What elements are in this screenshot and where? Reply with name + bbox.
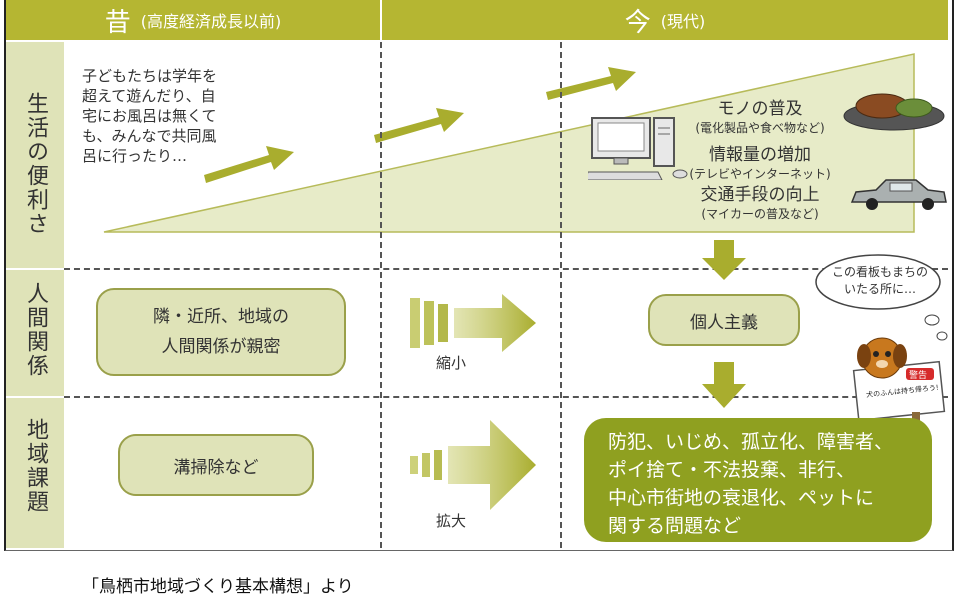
down-arrow-1 xyxy=(702,240,746,280)
item-title: 情報量の増加 xyxy=(709,145,811,165)
computer-icon xyxy=(588,117,688,180)
growth-arrow-1 xyxy=(204,146,294,183)
divider-horizontal-1 xyxy=(64,268,948,270)
expand-label: 拡大 xyxy=(436,512,467,530)
convenience-item-transport: 交通手段の向上 (マイカーの普及など) xyxy=(670,180,850,222)
present-subtitle: (現代) xyxy=(660,12,706,31)
divider-horizontal-2 xyxy=(64,396,948,398)
convenience-item-goods: モノの普及 (電化製品や食べ物など) xyxy=(680,94,840,136)
growth-arrows xyxy=(204,67,636,183)
convenience-item-information: 情報量の増加 (テレビやインターネット) xyxy=(670,140,850,182)
growth-triangle xyxy=(103,53,915,233)
shrink-label: 縮小 xyxy=(436,354,467,372)
present-issues-box: 防犯、いじめ、孤立化、障害者、 ポイ捨て・不法投棄、非行、 中心市街地の衰退化、… xyxy=(584,418,932,542)
growth-arrow-3 xyxy=(546,67,636,100)
item-subtitle: (マイカーの普及など) xyxy=(701,207,819,221)
row-label-convenience: 生活の便利さ xyxy=(23,92,48,236)
side-panel-issues: 地域課題 xyxy=(6,398,64,548)
past-issue-box: 溝掃除など xyxy=(118,434,314,496)
past-life-note: 子どもたちは学年を 超えて遊んだり、自 宅にお風呂は無くて も、みんなで共同風 … xyxy=(82,67,218,165)
source-caption: 「鳥栖市地域づくり基本構想」より xyxy=(82,577,354,597)
divider-vertical-2 xyxy=(560,42,562,548)
side-panel-convenience: 生活の便利さ xyxy=(6,42,64,268)
past-header: 昔 (高度経済成長以前) xyxy=(6,0,380,40)
sign-badge: 警告 xyxy=(909,371,928,381)
shrink-arrow-icon xyxy=(410,294,536,352)
speech-bubble-text: この看板もまちの いたる所に… xyxy=(831,265,928,296)
down-arrow-2 xyxy=(702,362,746,408)
food-plate-icon xyxy=(843,93,945,131)
past-title: 昔 xyxy=(104,7,131,38)
item-subtitle: (テレビやインターネット) xyxy=(689,167,831,181)
convenience-graphic xyxy=(103,53,915,233)
side-panel-relations: 人間関係 xyxy=(6,270,64,396)
past-subtitle: (高度経済成長以前) xyxy=(140,12,282,31)
item-subtitle: (電化製品や食べ物など) xyxy=(695,121,825,135)
present-header: 今 (現代) xyxy=(382,0,948,40)
expand-arrow-icon xyxy=(410,420,536,510)
present-title: 今 xyxy=(624,7,651,38)
car-icon xyxy=(850,179,947,210)
divider-vertical-1 xyxy=(380,42,382,548)
row-label-issues: 地域課題 xyxy=(23,418,48,514)
individualism-box: 個人主義 xyxy=(648,294,800,346)
item-title: 交通手段の向上 xyxy=(700,185,820,205)
growth-arrow-2 xyxy=(374,108,464,143)
row-label-relations: 人間関係 xyxy=(23,282,48,378)
speech-bubble xyxy=(815,254,948,341)
item-title: モノの普及 xyxy=(717,99,803,119)
diagram-frame xyxy=(4,0,954,551)
past-relations-box: 隣・近所、地域の 人間関係が親密 xyxy=(96,288,346,376)
